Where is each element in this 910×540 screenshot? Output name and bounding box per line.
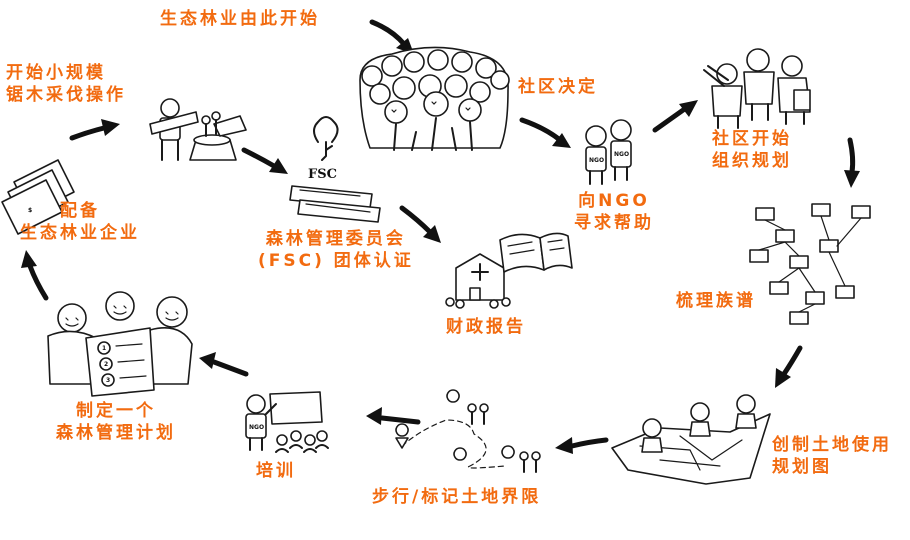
step-start-label: 生态林业由此开始 xyxy=(160,9,320,29)
training-ngo-shirt: NGO xyxy=(249,424,264,431)
family-tree-icon xyxy=(749,203,871,325)
plan-number-2: 2 xyxy=(104,361,108,368)
step-small-logging-line-1: 开始小规模 xyxy=(6,63,106,83)
boundary-walk-route-icon xyxy=(395,389,541,473)
step-seek-ngo-line-1: 向NGO xyxy=(578,191,650,211)
step-walk-boundaries-label: 步行/标记土地界限 xyxy=(372,487,542,507)
flow-arrows xyxy=(21,19,860,454)
arrow-map-to-walk xyxy=(555,437,609,454)
training-session-icon: NGO xyxy=(245,391,329,453)
arrow-plan-to-enterprise xyxy=(21,250,49,301)
fsc-certification-icon: FSC xyxy=(289,116,381,223)
logging-operation-icon xyxy=(149,98,247,161)
arrow-logging-to-fsc xyxy=(241,147,288,174)
arrow-fsc-to-report xyxy=(399,205,441,243)
arrow-walk-to-training xyxy=(366,407,421,425)
community-crowd-icon xyxy=(359,46,510,151)
ngo-badge-text-2: NGO xyxy=(614,151,629,158)
step-financial-report-label: 财政报告 xyxy=(446,317,526,337)
step-fsc-cert-line-1: 森林管理委员会 xyxy=(265,229,406,249)
step-community-org-label: 社区开始 组织规划 xyxy=(712,128,792,172)
ngo-badge-text: NGO xyxy=(589,157,604,164)
step-training-label: 培训 xyxy=(256,461,296,481)
step-enterprise-line-2: 生态林业企业 xyxy=(20,223,140,243)
step-forest-plan-line-2: 森林管理计划 xyxy=(56,423,176,443)
step-enterprise-label: 配备 生态林业企业 xyxy=(20,200,140,244)
step-land-map-label: 创制土地使用 规划图 xyxy=(772,434,892,478)
step-community-org-line-2: 组织规划 xyxy=(712,151,792,171)
land-use-map-icon xyxy=(611,394,771,485)
arrow-genealogy-to-map xyxy=(775,345,803,388)
step-land-map-line-1: 创制土地使用 xyxy=(772,435,892,455)
step-land-map-line-2: 规划图 xyxy=(772,457,832,477)
step-forest-plan-line-1: 制定一个 xyxy=(76,401,156,421)
step-small-logging-label: 开始小规模 锯木采伐操作 xyxy=(6,62,126,106)
step-seek-ngo-line-2: 寻求帮助 xyxy=(574,213,654,233)
forest-plan-group-icon: 1 2 3 xyxy=(47,291,193,397)
arrow-ngo-to-org xyxy=(652,100,698,133)
plan-number-3: 3 xyxy=(106,377,110,384)
step-community-decide-label: 社区决定 xyxy=(518,77,598,97)
step-community-org-line-1: 社区开始 xyxy=(712,129,792,149)
money-bills-icon: $ xyxy=(1,159,75,235)
fsc-logo-text: FSC xyxy=(308,167,337,182)
arrow-enterprise-to-logging xyxy=(69,119,120,141)
step-fsc-cert-line-2: (FSC) 团体认证 xyxy=(258,251,414,271)
money-symbol: $ xyxy=(28,207,32,214)
step-fsc-cert-label: 森林管理委员会 (FSC) 团体认证 xyxy=(258,228,414,272)
step-forest-plan-label: 制定一个 森林管理计划 xyxy=(56,400,176,444)
arrow-org-to-genealogy xyxy=(844,137,860,188)
step-small-logging-line-2: 锯木采伐操作 xyxy=(6,85,126,105)
financial-report-icon xyxy=(445,232,573,309)
arrow-crowd-to-ngo xyxy=(519,117,571,148)
community-planners-icon xyxy=(703,48,811,129)
arrow-start-to-crowd xyxy=(369,19,414,54)
step-enterprise-line-1: 配备 xyxy=(60,201,100,221)
step-genealogy-label: 梳理族谱 xyxy=(676,291,756,311)
arrow-training-to-plan xyxy=(199,352,249,377)
step-seek-ngo-label: 向NGO 寻求帮助 xyxy=(574,190,654,234)
ngo-helpers-icon: NGO NGO xyxy=(585,119,632,185)
plan-number-1: 1 xyxy=(102,345,106,352)
